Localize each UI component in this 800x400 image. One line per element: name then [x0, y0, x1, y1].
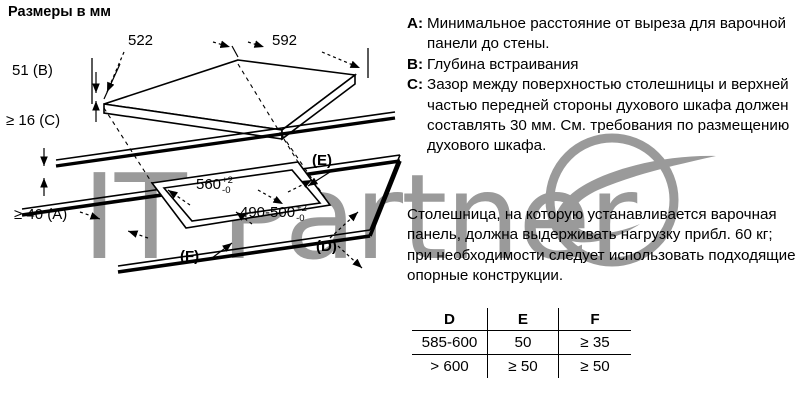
legend-item-b: B: Глубина встраивания: [407, 55, 797, 75]
dim-490-500-tol-upper: +2: [296, 203, 307, 214]
table-cell-d-2: > 600: [430, 358, 469, 375]
legend-block: A: Минимальное расстояние от выреза для …: [407, 14, 797, 157]
cutout-inner-opening: [162, 169, 322, 222]
countertop-right-edge-thick: [368, 160, 402, 237]
legend-text-c: Зазор между поверхностью столешницы и ве…: [427, 76, 790, 155]
legend-key-a: A:: [407, 15, 424, 32]
callout-e-leader: [307, 171, 331, 187]
legend-text-a: Минимальное расстояние от выреза для вар…: [427, 15, 787, 53]
table-row: > 600 ≥ 50 ≥ 50: [412, 354, 631, 378]
dim-522-label: 522: [128, 32, 154, 49]
dim-522-ext-top: [231, 45, 239, 58]
dim-560-tol-upper: +2: [222, 175, 233, 186]
callout-f-label: (F): [180, 248, 200, 265]
countertop-upper-line-a: [55, 111, 396, 161]
table-header-e: E: [487, 308, 559, 331]
dim-51b-label: 51 (B): [12, 62, 53, 79]
table-cell-e-2: ≥ 50: [487, 354, 559, 378]
legend-item-c: C: Зазор между поверхностью столешницы и…: [407, 75, 797, 157]
callout-d-leader-b: [337, 245, 363, 269]
dim-560-label: 560+2-0: [196, 176, 233, 195]
dim-490-500-value: 490-500: [240, 204, 296, 221]
dim-522-arrow-right: [212, 40, 231, 48]
countertop-near-edge-thick: [117, 234, 371, 274]
def-table: D E F 585-600 50 ≥ 35 > 600 ≥ 50 ≥ 50: [412, 308, 631, 378]
dim-490-arrow-right: [287, 179, 313, 193]
countertop-upper-line-b: [55, 116, 396, 168]
table-header-row: D E F: [412, 308, 631, 331]
dim-560-arrow-right: [257, 189, 284, 205]
callout-d-leader-a: [329, 211, 359, 239]
dim-40a-arrow-b: [127, 230, 149, 239]
legend-key-b: B:: [407, 55, 424, 73]
dim-560-tol-lower: -0: [222, 185, 231, 196]
table-cell-f-1: ≥ 35: [558, 330, 631, 355]
load-note: Столешница, на которую устанавливается в…: [407, 206, 796, 285]
dim-490-500-tol-lower: -0: [296, 213, 305, 224]
table-cell-e-1: 50: [487, 330, 559, 355]
legend-item-a: A: Минимальное расстояние от выреза для …: [407, 14, 797, 55]
hob-top-face: [103, 59, 358, 131]
callout-e-label: (E): [312, 152, 332, 169]
table-cell-d-1: 585-600: [412, 330, 488, 355]
dim-592-label: 592: [272, 32, 298, 49]
hob-front-right-face: [281, 73, 356, 141]
dim-522-arrow-left: [106, 51, 125, 93]
dim-40a-arrow-a: [79, 211, 101, 220]
dim-560-arrow-left: [167, 189, 191, 206]
table-row: 585-600 50 ≥ 35: [412, 330, 631, 355]
dim-16c-label: ≥ 16 (C): [6, 112, 61, 129]
projection-lines: [103, 63, 331, 206]
dim-40a-label: ≥ 40 (A): [14, 206, 68, 223]
countertop-near-edge-thin: [117, 229, 371, 267]
countertop-right-edge-thin: [369, 154, 401, 231]
dim-592-arrow-left: [247, 40, 265, 48]
table-cell-f-2: ≥ 50: [558, 354, 631, 378]
table-header-f: F: [558, 308, 631, 331]
dim-490-500-label: 490-500+2-0: [240, 204, 307, 223]
legend-text-b: Глубина встраивания: [427, 55, 579, 73]
table-header-d: D: [412, 308, 488, 331]
callout-f-leader: [211, 242, 233, 259]
dim-560-value: 560: [196, 176, 222, 193]
callout-d-label: (D): [316, 238, 337, 255]
page-title: Размеры в мм: [8, 4, 112, 20]
legend-key-c: C:: [407, 76, 424, 94]
dim-592-arrow-right: [321, 51, 361, 69]
